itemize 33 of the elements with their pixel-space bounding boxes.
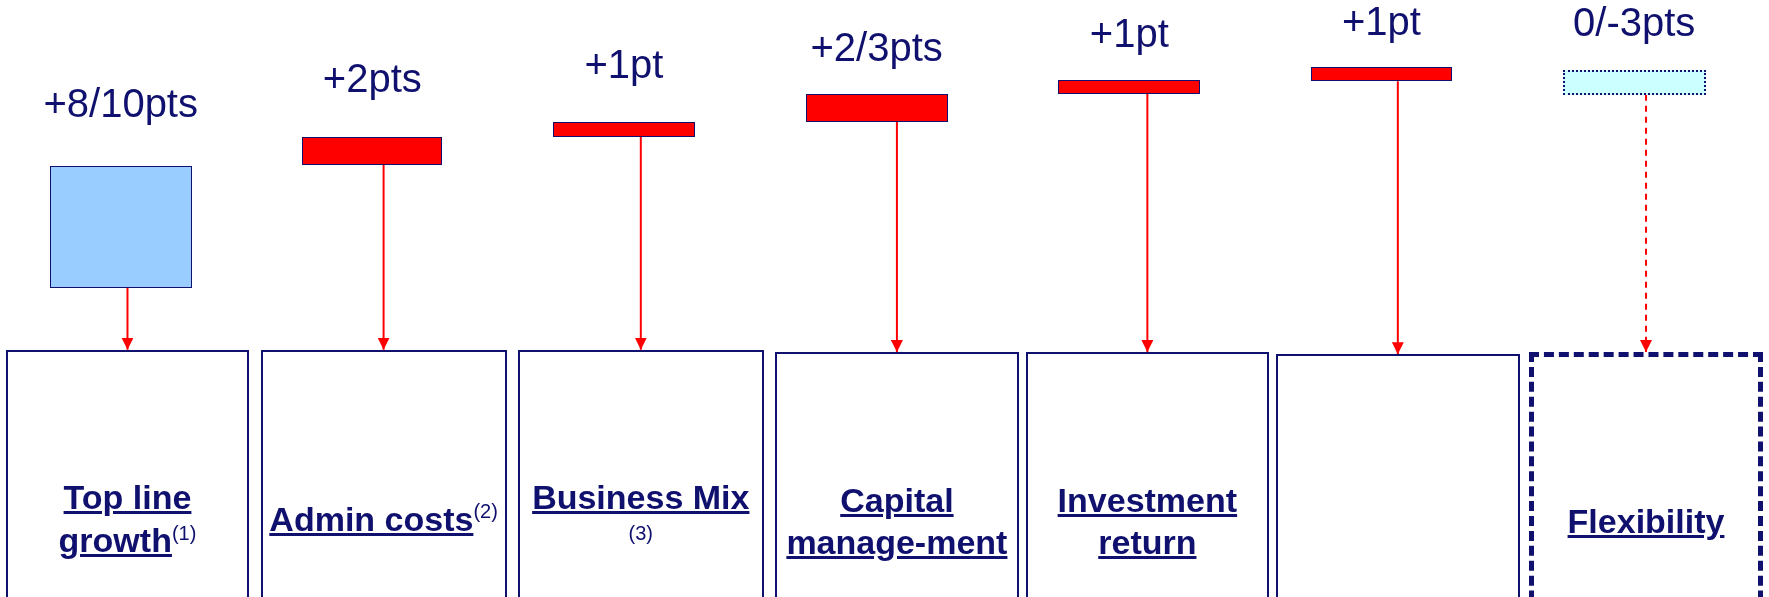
arrow <box>890 120 903 353</box>
bar <box>302 136 443 165</box>
bar <box>1562 69 1706 95</box>
arrow <box>121 286 134 351</box>
value-label: +1pt <box>1089 11 1169 57</box>
category-box <box>775 352 1019 597</box>
value-label: 0/-3pts <box>1573 0 1696 45</box>
bar <box>1058 80 1201 94</box>
arrow <box>634 135 647 351</box>
category-box <box>1275 354 1520 597</box>
category-label: Capital manage-ment <box>785 479 1009 564</box>
value-label: +2/3pts <box>810 24 943 70</box>
category-box <box>260 349 507 597</box>
category-box <box>517 349 764 597</box>
category-box <box>5 349 250 597</box>
category-label: Flexibility <box>1567 500 1725 542</box>
category-label: Investment return <box>1056 479 1239 564</box>
arrow <box>1391 80 1404 356</box>
value-label: +8/10pts <box>43 81 198 127</box>
arrow <box>1141 92 1154 353</box>
value-label: +1pt <box>1341 0 1421 44</box>
bar <box>1310 66 1452 82</box>
category-box <box>1528 352 1764 597</box>
value-label: +1pt <box>584 41 664 87</box>
category-label: Admin costs$^{(2)}$ <box>269 498 498 540</box>
category-label: Top line growth$^{(1)}$ <box>57 477 198 561</box>
bar <box>805 93 948 122</box>
bar <box>49 165 192 288</box>
arrow <box>1640 93 1653 353</box>
value-label: +2pts <box>322 56 422 102</box>
category-box <box>1025 352 1270 597</box>
bar <box>552 121 695 137</box>
arrow <box>377 163 390 351</box>
